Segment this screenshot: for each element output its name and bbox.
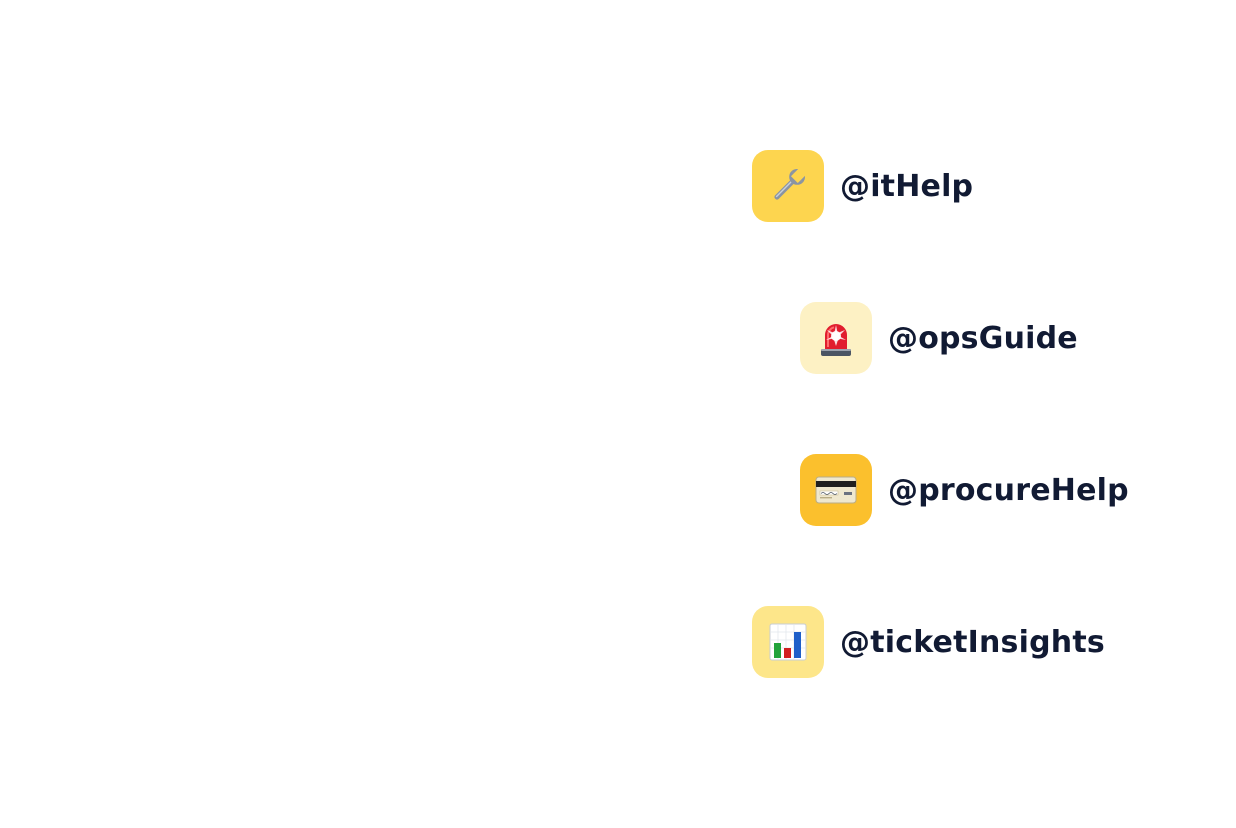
agent-item-procurehelp[interactable]: @procureHelp [800, 454, 1129, 526]
credit-card-icon [815, 476, 857, 504]
agent-item-opsguide[interactable]: @opsGuide [800, 302, 1078, 374]
agent-tile [800, 454, 872, 526]
agent-item-ticketinsights[interactable]: @ticketInsights [752, 606, 1105, 678]
agent-tile [752, 606, 824, 678]
agent-handle: @procureHelp [888, 472, 1129, 508]
agent-tile [800, 302, 872, 374]
wrench-icon [774, 169, 805, 200]
agent-handle: @ticketInsights [840, 624, 1105, 660]
agent-handle: @opsGuide [888, 320, 1078, 356]
agent-item-ithelp[interactable]: @itHelp [752, 150, 973, 222]
rotating-light-icon [821, 324, 851, 356]
bar-chart-icon [769, 623, 807, 661]
agent-handle: @itHelp [840, 168, 974, 204]
agent-tile [752, 150, 824, 222]
